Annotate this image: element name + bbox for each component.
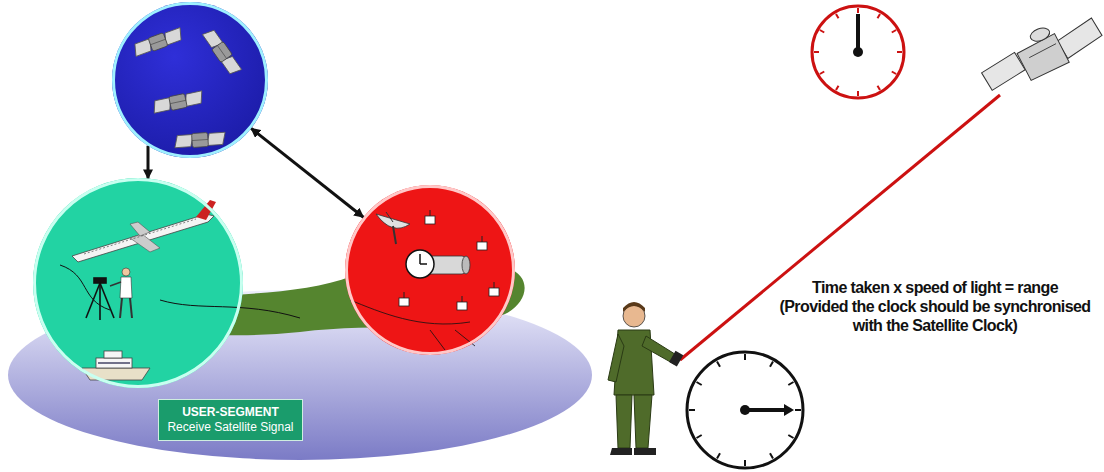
monitor-station-icon xyxy=(399,292,409,306)
receiver-clock xyxy=(687,352,803,468)
note-text: Time taken x speed of light = range(Prov… xyxy=(774,278,1096,335)
clock-tick xyxy=(836,86,839,90)
control-segment-fill xyxy=(345,185,515,355)
clock-tick xyxy=(697,435,702,438)
user-segment-fill xyxy=(33,178,243,388)
clock-tick xyxy=(857,91,859,96)
clock-tick xyxy=(770,362,773,367)
surveyor-icon xyxy=(110,268,132,318)
clock-tick xyxy=(897,51,902,53)
monitor-station-icon xyxy=(489,282,499,296)
clock-tick xyxy=(744,354,746,360)
clock-tick xyxy=(788,435,793,438)
monitor-station-icon xyxy=(457,296,467,310)
clock-tick xyxy=(857,8,859,13)
clock-tick xyxy=(820,72,824,75)
clock-tick xyxy=(795,409,801,411)
clock-tick xyxy=(717,362,720,367)
space-segment-fill xyxy=(112,2,268,158)
tripod-icon xyxy=(86,278,114,320)
segment-subtitle: Receive Satellite Signal xyxy=(167,420,294,435)
circle-outline xyxy=(112,2,268,158)
dish-antenna-icon xyxy=(376,212,410,244)
clock-tick xyxy=(697,382,702,385)
clock-tick xyxy=(836,14,839,18)
segment-arrow xyxy=(147,146,150,179)
monitor-station-icon xyxy=(477,236,487,250)
circle-outline xyxy=(345,185,515,355)
master-clock-icon xyxy=(406,250,470,278)
circle-outline xyxy=(33,178,243,388)
user-segment-circle xyxy=(33,178,243,388)
satellite-icon xyxy=(151,90,204,114)
satellite-icon xyxy=(174,131,226,149)
clock-tick xyxy=(892,30,896,33)
space-segment-circle xyxy=(112,2,268,158)
segment-title: USER-SEGMENT xyxy=(167,405,294,420)
control-segment-circle xyxy=(345,185,515,355)
range-formula: Time taken x speed of light = range xyxy=(774,278,1096,297)
satellite-icon xyxy=(132,27,185,58)
clock-tick xyxy=(878,86,881,90)
clock-tick xyxy=(744,460,746,466)
clock-tick xyxy=(878,14,881,18)
person-figure xyxy=(608,302,683,455)
segment-label-box: USER-SEGMENTReceive Satellite Signal xyxy=(158,399,303,441)
clock-tick xyxy=(770,453,773,458)
segment-arrow xyxy=(251,128,363,217)
satellite-icon xyxy=(974,9,1104,95)
clock-tick xyxy=(814,51,819,53)
clock-tick xyxy=(788,382,793,385)
clock-tick xyxy=(717,453,720,458)
aircraft-icon xyxy=(72,200,216,262)
satellite-icon xyxy=(202,27,243,77)
clock-note: (Provided the clock should be synchronis… xyxy=(774,297,1096,335)
clock-tick xyxy=(892,72,896,75)
monitor-station-icon xyxy=(425,210,435,224)
clock-tick xyxy=(689,409,695,411)
clock-tick xyxy=(820,30,824,33)
wire-line xyxy=(60,265,300,318)
satellite-clock xyxy=(812,6,904,98)
